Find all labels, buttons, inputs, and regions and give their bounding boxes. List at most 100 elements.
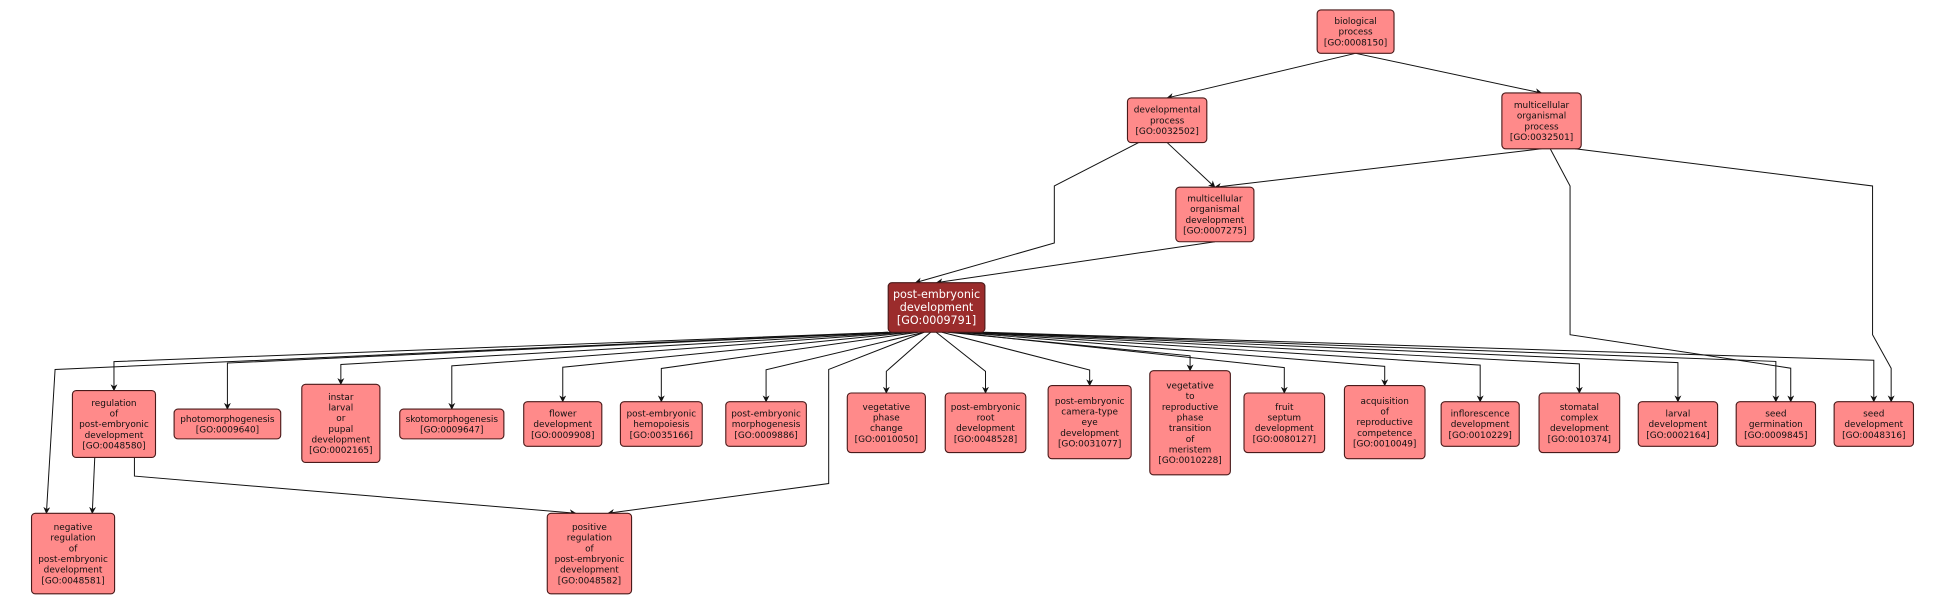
node-label: or: [336, 414, 345, 424]
node-box[interactable]: [1149, 370, 1231, 476]
node-label: development: [560, 566, 619, 576]
node-box[interactable]: [523, 401, 603, 447]
go-term-node[interactable]: vegetativetoreproductivephasetransitiono…: [1149, 370, 1231, 476]
node-label: photomorphogenesis: [180, 415, 275, 425]
go-term-node[interactable]: acquisitionofreproductivecompetence[GO:0…: [1343, 385, 1426, 460]
node-go-id: [GO:0048582]: [558, 576, 621, 586]
node-box[interactable]: [173, 408, 282, 440]
edges-layer: [43, 52, 1895, 517]
go-term-node[interactable]: skotomorphogenesis[GO:0009647]: [399, 408, 505, 440]
node-box[interactable]: [1538, 392, 1621, 454]
edge-arrow: [974, 331, 1682, 403]
node-box[interactable]: [1126, 97, 1208, 144]
node-label: reproductive: [1356, 418, 1412, 428]
go-term-node[interactable]: positiveregulationofpost-embryonicdevelo…: [546, 512, 633, 595]
edge-arrow: [1574, 148, 1895, 403]
node-box[interactable]: [619, 401, 703, 447]
node-box[interactable]: [30, 512, 116, 595]
node-label: septum: [1268, 414, 1302, 424]
node-box[interactable]: [887, 282, 986, 333]
node-box[interactable]: [1833, 401, 1915, 447]
edge-arrow: [882, 331, 931, 394]
node-go-id: [GO:0009908]: [531, 431, 594, 441]
node-box[interactable]: [1243, 392, 1326, 454]
node-go-id: [GO:0009647]: [420, 425, 483, 435]
node-go-id: [GO:0010374]: [1548, 435, 1611, 445]
node-label: pupal: [328, 425, 353, 435]
node-label: development: [1255, 424, 1314, 434]
node-box[interactable]: [944, 392, 1027, 454]
node-label: of: [69, 544, 78, 554]
node-box[interactable]: [301, 383, 381, 463]
node-label: development: [900, 301, 974, 314]
edge-arrow: [223, 331, 894, 410]
node-go-id: [GO:0032502]: [1135, 127, 1198, 137]
node-label: development: [1550, 424, 1609, 434]
node-box[interactable]: [1175, 186, 1255, 243]
node-label: multicellular: [1187, 195, 1243, 205]
node-go-id: [GO:0048528]: [954, 435, 1017, 445]
node-label: skotomorphogenesis: [406, 415, 499, 425]
node-label: larval: [328, 403, 353, 413]
go-term-node[interactable]: multicellularorganismaldevelopment[GO:00…: [1175, 186, 1255, 243]
node-box[interactable]: [399, 408, 505, 440]
edge-arrow: [762, 331, 925, 403]
go-term-node[interactable]: post-embryoniccamera-typeeyedevelopment[…: [1047, 385, 1132, 460]
node-box[interactable]: [1735, 401, 1817, 447]
node-label: development: [1649, 420, 1708, 430]
go-term-node[interactable]: instarlarvalorpupaldevelopment[GO:000216…: [301, 383, 381, 463]
node-box[interactable]: [71, 389, 157, 459]
node-label: development: [956, 424, 1015, 434]
node-go-id: [GO:0080127]: [1253, 435, 1316, 445]
node-label: process: [1338, 28, 1373, 38]
edge-arrow: [1355, 52, 1543, 96]
node-go-id: [GO:0048580]: [82, 441, 145, 451]
node-label: regulation: [91, 399, 136, 409]
edge-arrow: [448, 331, 907, 410]
node-box[interactable]: [846, 392, 926, 454]
node-label: hemopoiesis: [633, 420, 689, 430]
go-term-node[interactable]: photomorphogenesis[GO:0009640]: [173, 408, 282, 440]
node-label: post-embryonic: [893, 288, 980, 301]
node-box[interactable]: [1637, 401, 1719, 447]
go-term-node[interactable]: negativeregulationofpost-embryonicdevelo…: [30, 512, 116, 595]
node-label: process: [1150, 116, 1185, 126]
node-box[interactable]: [1501, 92, 1582, 150]
go-term-node[interactable]: regulationofpost-embryonicdevelopment[GO…: [71, 389, 157, 459]
node-go-id: [GO:0002165]: [309, 446, 372, 456]
node-box[interactable]: [1343, 385, 1426, 460]
node-label: development: [85, 431, 144, 441]
node-box[interactable]: [1316, 9, 1395, 54]
node-label: regulation: [567, 534, 612, 544]
node-label: post-embryonic: [555, 555, 625, 565]
node-box[interactable]: [546, 512, 633, 595]
node-box[interactable]: [725, 401, 807, 447]
node-box[interactable]: [1047, 385, 1132, 460]
node-go-id: [GO:0031077]: [1058, 440, 1121, 450]
node-label: of: [1380, 408, 1389, 418]
node-label: organismal: [1190, 205, 1239, 215]
node-box[interactable]: [1440, 401, 1520, 447]
node-go-id: [GO:0010050]: [855, 435, 918, 445]
node-label: complex: [1560, 414, 1598, 424]
edge-arrow: [980, 331, 1780, 403]
node-go-id: [GO:0007275]: [1183, 227, 1246, 237]
node-label: post-embryonic: [951, 403, 1021, 413]
node-label: camera-type: [1061, 408, 1118, 418]
go-term-node[interactable]: multicellularorganismalprocess[GO:003250…: [1501, 92, 1582, 150]
go-term-node[interactable]: post-embryonicrootdevelopment[GO:0048528…: [944, 392, 1027, 454]
node-label: change: [870, 424, 903, 434]
